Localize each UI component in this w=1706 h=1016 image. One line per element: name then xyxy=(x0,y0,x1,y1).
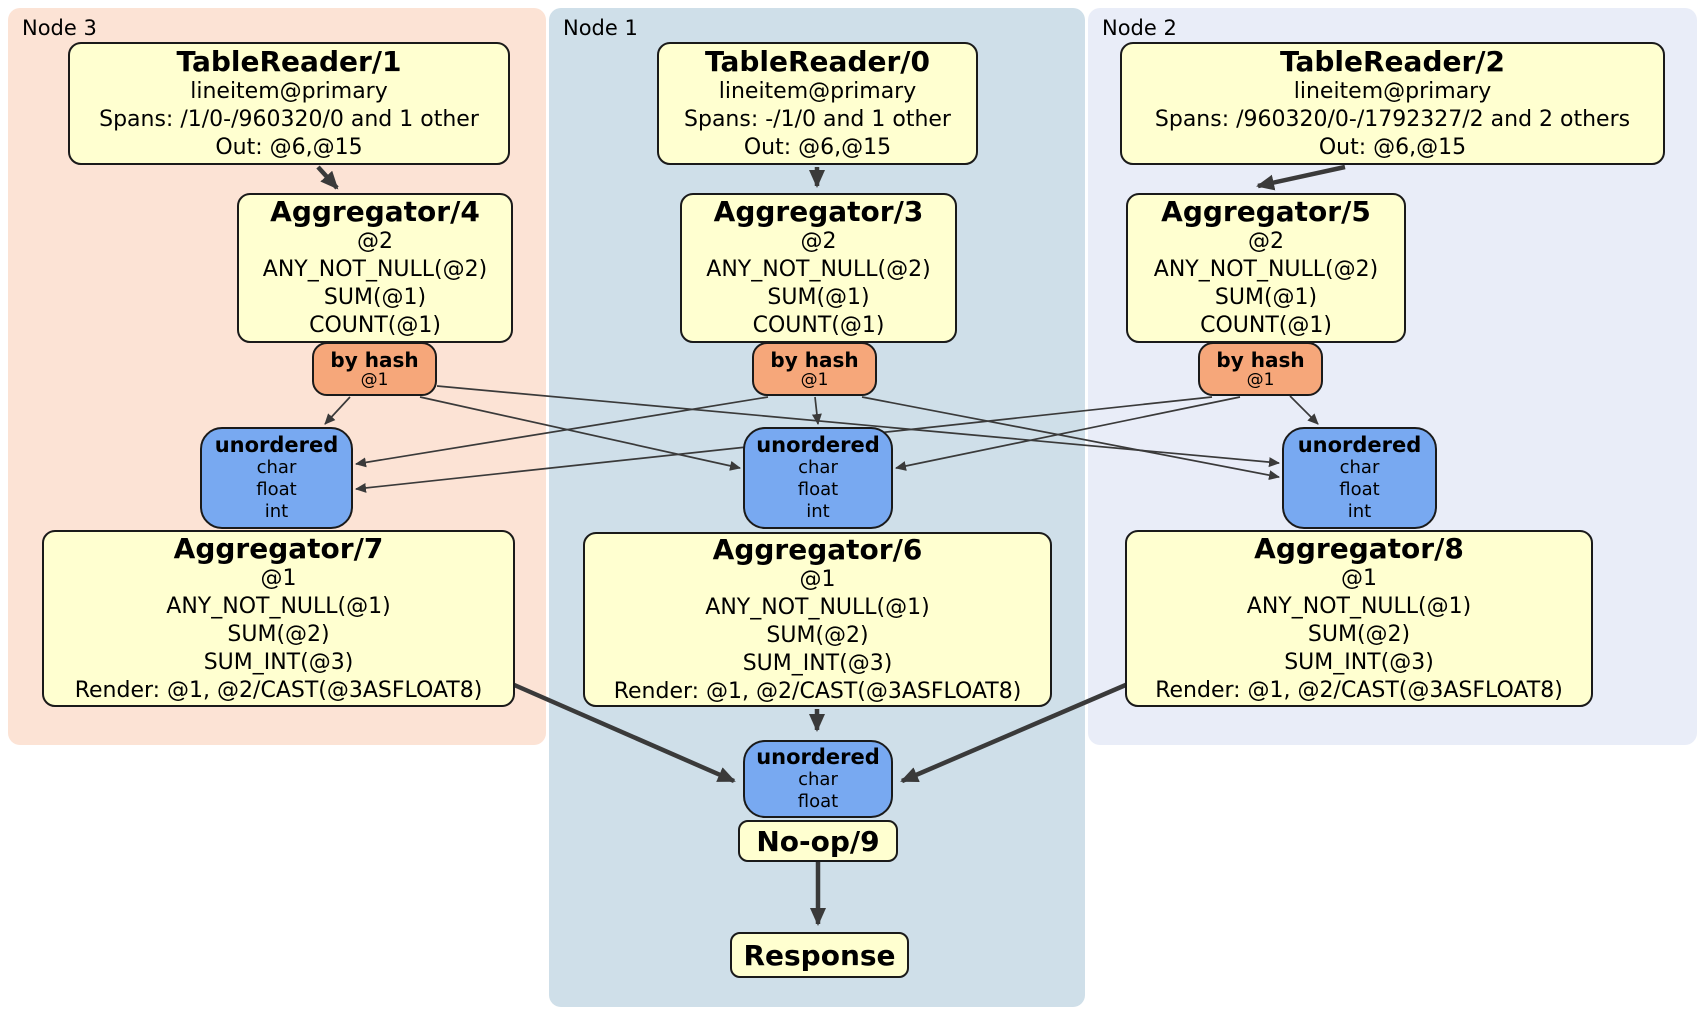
node2-label: Node 2 xyxy=(1102,16,1177,40)
router-title: by hash xyxy=(770,347,859,372)
hash-router-node2: by hash @1 xyxy=(1198,342,1323,396)
processor-detail: ANY_NOT_NULL(@2) xyxy=(262,257,488,282)
router-detail: @1 xyxy=(360,369,389,390)
processor-title: Aggregator/4 xyxy=(270,195,480,228)
aggregator-4-box: Aggregator/4 @2 ANY_NOT_NULL(@2) SUM(@1)… xyxy=(237,193,513,343)
noop-box: No-op/9 xyxy=(738,820,898,862)
sync-detail: int xyxy=(806,501,830,522)
processor-detail: @1 xyxy=(1341,565,1377,591)
processor-detail: SUM_INT(@3) xyxy=(742,650,893,676)
response-box: Response xyxy=(730,932,909,978)
processor-title: Aggregator/5 xyxy=(1161,195,1371,228)
processor-detail: Spans: /1/0-/960320/0 and 1 other xyxy=(99,106,479,132)
processor-title: Aggregator/8 xyxy=(1254,531,1464,565)
processor-title: Aggregator/6 xyxy=(712,532,923,566)
processor-detail: SUM_INT(@3) xyxy=(203,649,354,675)
sync-title: unordered xyxy=(1297,433,1422,457)
processor-detail: ANY_NOT_NULL(@1) xyxy=(705,594,930,620)
processor-detail: ANY_NOT_NULL(@1) xyxy=(1246,593,1472,619)
processor-detail: Out: @6,@15 xyxy=(743,134,892,160)
processor-detail: Render: @1, @2/CAST(@3ASFLOAT8) xyxy=(613,678,1022,704)
aggregator-3-box: Aggregator/3 @2 ANY_NOT_NULL(@2) SUM(@1)… xyxy=(680,193,957,343)
processor-detail: SUM_INT(@3) xyxy=(1284,649,1434,675)
router-title: by hash xyxy=(330,347,419,372)
processor-detail: Render: @1, @2/CAST(@3ASFLOAT8) xyxy=(74,677,483,703)
unordered-sync-node3: unordered char float int xyxy=(200,427,353,529)
processor-title: TableReader/1 xyxy=(176,44,402,78)
processor-title: Response xyxy=(743,938,896,972)
sync-title: unordered xyxy=(756,745,880,769)
processor-detail: SUM(@2) xyxy=(766,622,869,648)
processor-detail: @1 xyxy=(260,565,297,591)
aggregator-6-box: Aggregator/6 @1 ANY_NOT_NULL(@1) SUM(@2)… xyxy=(583,532,1052,707)
processor-detail: Spans: -/1/0 and 1 other xyxy=(684,106,951,132)
unordered-sync-final: unordered char float xyxy=(743,740,893,818)
processor-detail: @1 xyxy=(799,566,836,592)
aggregator-5-box: Aggregator/5 @2 ANY_NOT_NULL(@2) SUM(@1)… xyxy=(1126,193,1406,343)
processor-detail: Out: @6,@15 xyxy=(1318,134,1467,160)
aggregator-7-box: Aggregator/7 @1 ANY_NOT_NULL(@1) SUM(@2)… xyxy=(42,530,515,707)
processor-detail: lineitem@primary xyxy=(718,78,917,104)
sync-detail: char xyxy=(798,457,838,478)
aggregator-8-box: Aggregator/8 @1 ANY_NOT_NULL(@1) SUM(@2)… xyxy=(1125,530,1593,707)
processor-detail: COUNT(@1) xyxy=(1200,313,1332,338)
processor-title: Aggregator/3 xyxy=(713,195,924,228)
unordered-sync-node2: unordered char float int xyxy=(1282,427,1437,529)
processor-detail: SUM(@1) xyxy=(767,285,870,310)
sync-title: unordered xyxy=(756,433,880,457)
processor-detail: SUM(@2) xyxy=(227,621,330,647)
table-reader-2-box: TableReader/2 lineitem@primary Spans: /9… xyxy=(1120,42,1665,165)
processor-detail: ANY_NOT_NULL(@1) xyxy=(166,593,391,619)
processor-title: TableReader/0 xyxy=(704,44,930,78)
node1-label: Node 1 xyxy=(563,16,638,40)
router-detail: @1 xyxy=(1246,369,1275,390)
processor-detail: Render: @1, @2/CAST(@3ASFLOAT8) xyxy=(1155,677,1563,703)
processor-detail: SUM(@2) xyxy=(1307,621,1411,647)
sync-detail: float xyxy=(797,479,839,500)
processor-title: No-op/9 xyxy=(756,824,880,858)
processor-detail: ANY_NOT_NULL(@2) xyxy=(1153,257,1379,282)
processor-detail: lineitem@primary xyxy=(190,78,388,104)
sync-detail: float xyxy=(256,479,297,500)
processor-detail: SUM(@1) xyxy=(1214,285,1318,310)
processor-detail: SUM(@1) xyxy=(323,285,427,310)
node3-label: Node 3 xyxy=(22,16,97,40)
sync-detail: char xyxy=(798,769,838,790)
processor-title: TableReader/2 xyxy=(1279,44,1505,78)
unordered-sync-node1: unordered char float int xyxy=(743,427,893,529)
processor-detail: ANY_NOT_NULL(@2) xyxy=(706,257,931,282)
router-title: by hash xyxy=(1216,347,1305,372)
processor-detail: @2 xyxy=(357,229,393,254)
processor-detail: COUNT(@1) xyxy=(309,313,441,338)
sync-title: unordered xyxy=(214,433,339,457)
processor-detail: COUNT(@1) xyxy=(752,313,885,338)
sync-detail: char xyxy=(256,457,297,478)
processor-detail: Spans: /960320/0-/1792327/2 and 2 others xyxy=(1154,106,1631,132)
processor-detail: Out: @6,@15 xyxy=(215,134,363,160)
processor-detail: @2 xyxy=(1248,229,1284,254)
sync-detail: int xyxy=(1347,501,1372,522)
sync-detail: int xyxy=(264,501,289,522)
table-reader-1-box: TableReader/1 lineitem@primary Spans: /1… xyxy=(68,42,510,165)
hash-router-node3: by hash @1 xyxy=(312,342,437,396)
hash-router-node1: by hash @1 xyxy=(752,342,877,396)
processor-title: Aggregator/7 xyxy=(173,531,384,565)
router-detail: @1 xyxy=(800,369,829,390)
sync-detail: float xyxy=(797,791,839,812)
processor-detail: @2 xyxy=(800,229,837,254)
sync-detail: float xyxy=(1339,479,1380,500)
processor-detail: lineitem@primary xyxy=(1293,78,1492,104)
table-reader-0-box: TableReader/0 lineitem@primary Spans: -/… xyxy=(657,42,978,165)
sync-detail: char xyxy=(1339,457,1380,478)
